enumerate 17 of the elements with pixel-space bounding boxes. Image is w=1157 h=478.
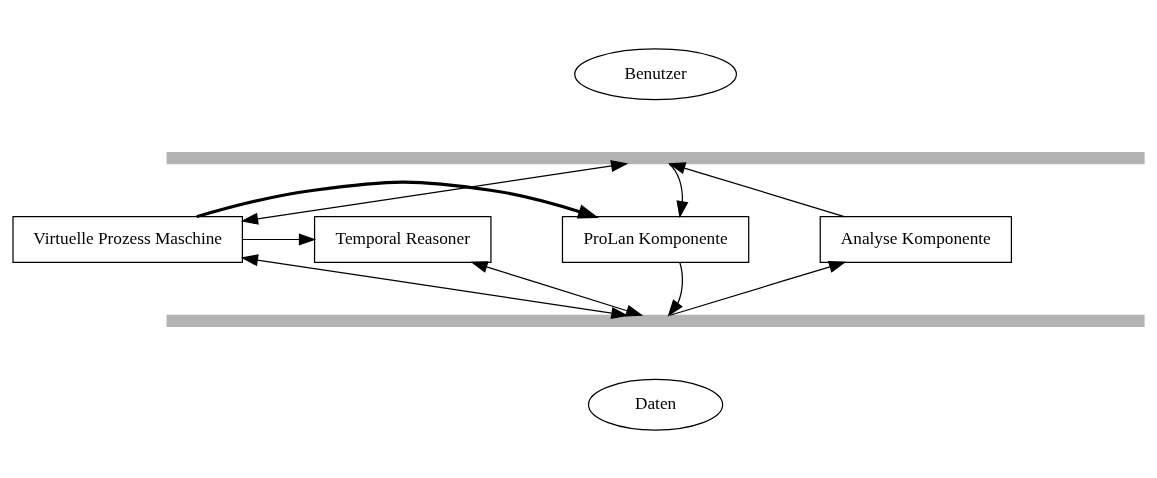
arrow bbox=[669, 260, 847, 316]
arrow bbox=[667, 261, 684, 317]
arrow bbox=[242, 232, 317, 246]
arrow bbox=[470, 260, 644, 316]
node-box: Temporal Reasoner bbox=[313, 215, 492, 263]
node-bar bbox=[166, 314, 1145, 327]
node-bar bbox=[166, 151, 1145, 164]
node-ellipse: Benutzer bbox=[574, 47, 737, 100]
arrow bbox=[240, 253, 629, 319]
arrow bbox=[240, 159, 629, 225]
arrow bbox=[668, 161, 845, 217]
arrow bbox=[668, 162, 689, 218]
node-ellipse: Daten bbox=[587, 378, 724, 431]
node-box: Virtuelle Prozess Maschine bbox=[12, 215, 244, 263]
arrow bbox=[196, 180, 599, 219]
node-box: Analyse Komponente bbox=[819, 215, 1013, 263]
node-box: ProLan Komponente bbox=[561, 215, 750, 263]
